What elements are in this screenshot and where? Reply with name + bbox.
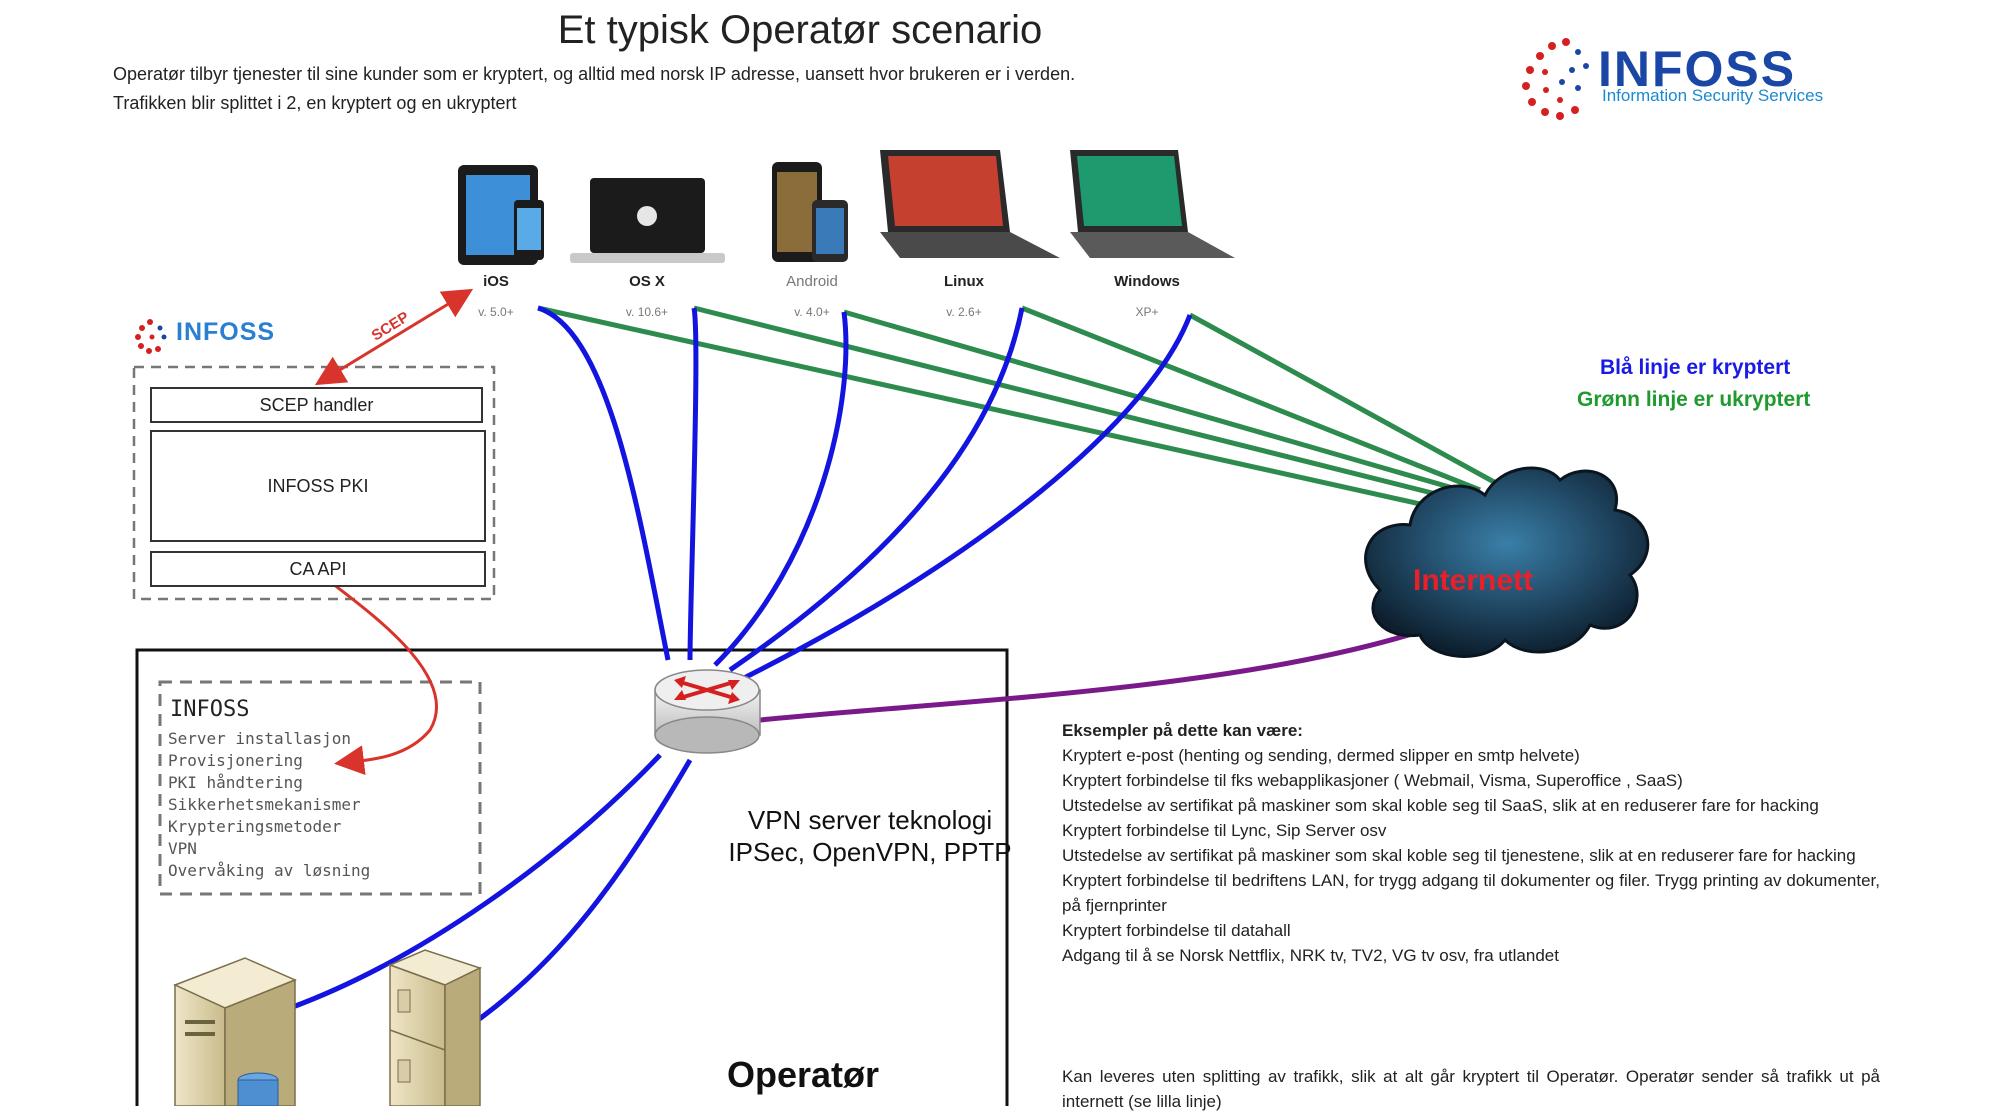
device-version-windows: XP+ <box>1135 305 1159 319</box>
vpn-line-1: VPN server teknologi <box>747 805 993 835</box>
example-item: Utstedelse av sertifikat på maskiner som… <box>1062 796 1819 815</box>
operator-box <box>135 648 1009 1106</box>
purple-line-to-internet <box>759 622 1441 723</box>
example-item: Kryptert forbindelse til fks webapplikas… <box>1062 771 1683 790</box>
unencrypted-lines <box>537 305 1507 518</box>
infoss-pki-box: INFOSS PKI <box>150 430 486 542</box>
router-icon <box>654 669 761 754</box>
page-title: Et typisk Operatør scenario <box>557 8 1043 52</box>
infoss-panel-item: VPN <box>168 839 197 858</box>
intro-line-1: Operatør tilbyr tjenester til sine kunde… <box>113 64 1076 84</box>
device-version-ios: v. 5.0+ <box>478 305 514 319</box>
scep-arrow <box>314 288 474 386</box>
legend-unencrypted: Grønn linje er ukryptert <box>1577 388 1811 411</box>
infoss-panel-item: Overvåking av løsning <box>168 861 371 880</box>
legend-encrypted: Blå linje er kryptert <box>1600 356 1791 379</box>
server-tower-icon <box>173 957 297 1106</box>
infoss-dashed-panel <box>158 680 482 896</box>
device-label-osx: OS X <box>629 273 665 290</box>
example-item: Kryptert forbindelse til bedriftens LAN,… <box>1062 871 1880 915</box>
internet-label: Internett <box>1413 564 1533 597</box>
examples-footer: Kan leveres uten splitting av trafikk, s… <box>1062 1067 1880 1111</box>
server-rack-icon <box>387 949 482 1106</box>
vpn-technology-label: VPN server teknologi IPSec, OpenVPN, PPT… <box>700 804 1040 868</box>
blue-line-windows <box>738 314 1193 683</box>
encrypted-lines <box>289 305 1193 1023</box>
device-label-linux: Linux <box>944 273 984 290</box>
example-item: Adgang til å se Norsk Nettflix, NRK tv, … <box>1062 946 1559 965</box>
blue-line-linux <box>728 307 1025 673</box>
green-line-ios <box>537 305 1471 518</box>
osx-device-icon <box>570 178 725 263</box>
device-label-windows: Windows <box>1114 273 1180 290</box>
blue-line-server-2 <box>476 758 693 1023</box>
infoss-small-logo-icon <box>135 319 167 354</box>
device-label-android: Android <box>786 273 838 290</box>
ca-api-box: CA API <box>150 551 486 587</box>
pki-dashed-box <box>132 365 496 601</box>
ios-device-icon <box>458 165 544 265</box>
example-item: Kryptert forbindelse til datahall <box>1062 921 1291 940</box>
infoss-panel-item: Sikkerhetsmekanismer <box>168 795 361 814</box>
green-line-windows <box>1188 312 1507 491</box>
infoss-logo-icon <box>1522 38 1589 120</box>
operator-label: Operatør <box>727 1054 880 1095</box>
green-line-android <box>843 309 1471 496</box>
infoss-panel-item: PKI håndtering <box>168 773 303 792</box>
blue-line-ios <box>537 305 671 661</box>
ca-api-arrow <box>332 582 438 776</box>
example-item: Kryptert forbindelse til Lync, Sip Serve… <box>1062 821 1387 840</box>
vpn-line-2: IPSec, OpenVPN, PPTP <box>728 837 1012 867</box>
intro-line-2: Trafikken blir splittet i 2, en kryptert… <box>113 93 517 113</box>
scep-handler-box: SCEP handler <box>150 387 483 423</box>
device-version-android: v. 4.0+ <box>794 305 830 319</box>
infoss-panel-item: Krypteringsmetoder <box>168 817 342 836</box>
examples-heading: Eksempler på dette kan være: <box>1062 721 1303 740</box>
windows-device-icon <box>1070 150 1235 258</box>
green-line-osx <box>693 305 1461 503</box>
infoss-panel-item: Provisjonering <box>168 751 303 770</box>
example-item: Utstedelse av sertifikat på maskiner som… <box>1062 846 1856 865</box>
blue-line-server-1 <box>289 753 662 1011</box>
examples-list: Eksempler på dette kan være: Kryptert e-… <box>1062 718 1880 968</box>
device-label-ios: iOS <box>483 273 509 290</box>
brand-small-name: INFOSS <box>176 318 276 346</box>
linux-device-icon <box>880 150 1060 258</box>
device-version-osx: v. 10.6+ <box>625 305 669 319</box>
brand-name: INFOSS <box>1598 41 1797 97</box>
blue-line-android <box>713 311 849 667</box>
internet-cloud <box>1364 466 1650 658</box>
infoss-panel-list: Server installasjon Provisjonering PKI h… <box>168 728 370 882</box>
infoss-panel-title: INFOSS <box>170 697 250 722</box>
android-device-icon <box>772 162 848 262</box>
device-version-linux: v. 2.6+ <box>946 305 982 319</box>
infoss-panel-item: Server installasjon <box>168 729 352 748</box>
example-item: Kryptert e-post (henting og sending, der… <box>1062 746 1580 765</box>
blue-line-osx <box>687 307 699 661</box>
green-line-linux <box>1021 305 1481 493</box>
brand-tagline: Information Security Services <box>1602 86 1824 105</box>
